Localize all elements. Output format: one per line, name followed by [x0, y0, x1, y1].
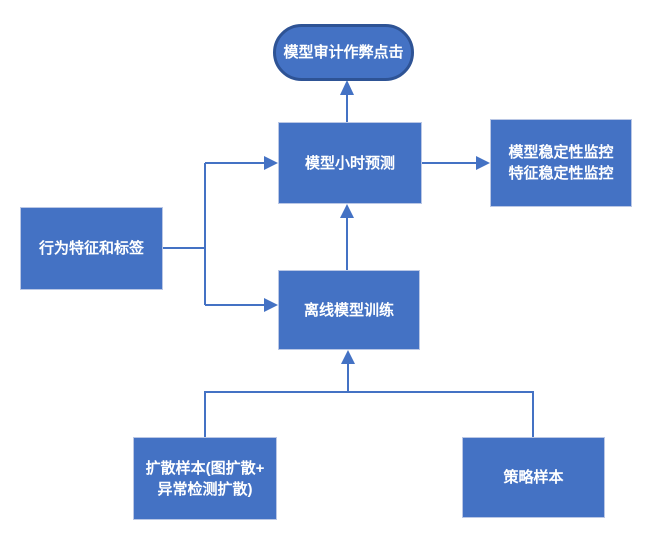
- node-label: 模型审计作弊点击: [283, 44, 404, 61]
- node-behavior-features-labels: 行为特征和标签: [20, 207, 163, 290]
- node-label: 模型小时预测: [304, 154, 395, 172]
- connector-features-branch: [163, 163, 206, 305]
- node-label-line2: 特征稳定性监控: [508, 165, 614, 182]
- connector-bottom-merge: [204, 363, 534, 437]
- arrowhead-to-terminal-bottom: [340, 80, 354, 95]
- node-offline-model-training: 离线模型训练: [278, 270, 420, 350]
- node-diffusion-samples: 扩散样本(图扩散+ 异常检测扩散): [133, 437, 277, 520]
- arrowhead-to-training-bottom: [341, 350, 355, 364]
- node-label-line1: 模型稳定性监控: [508, 144, 614, 161]
- node-strategy-samples: 策略样本: [462, 437, 605, 518]
- node-label: 离线模型训练: [303, 301, 394, 319]
- node-stability-monitoring: 模型稳定性监控 特征稳定性监控: [490, 119, 632, 207]
- node-label-line2: 异常检测扩散): [157, 480, 253, 498]
- arrowhead-to-hourly-left: [264, 156, 278, 170]
- node-label: 行为特征和标签: [38, 240, 144, 257]
- node-label: 策略样本: [503, 469, 564, 486]
- arrowhead-to-training-left: [264, 298, 278, 312]
- node-model-audit-cheat-click: 模型审计作弊点击: [273, 24, 414, 81]
- arrowhead-to-monitoring-left: [476, 156, 490, 170]
- node-model-hourly-prediction: 模型小时预测: [278, 122, 422, 204]
- node-label-line1: 扩散样本(图扩散+: [145, 459, 265, 477]
- arrowhead-to-hourly-bottom: [340, 204, 354, 218]
